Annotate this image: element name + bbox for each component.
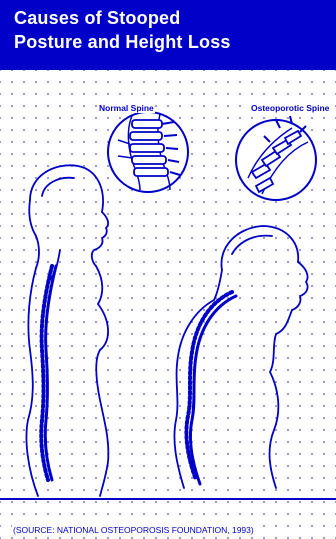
source-credit: (SOURCE: NATIONAL OSTEOPOROSIS FOUNDATIO… <box>12 525 255 535</box>
divider-line <box>0 498 336 500</box>
osteoporotic-spine-label: Osteoporotic Spine <box>250 103 330 113</box>
osteoporotic-posture-figure <box>174 226 307 488</box>
normal-posture-figure <box>26 165 108 496</box>
normal-spine-label: Normal Spine <box>98 103 155 113</box>
normal-spine-closeup <box>108 112 188 192</box>
osteoporotic-spine-closeup <box>236 116 316 200</box>
